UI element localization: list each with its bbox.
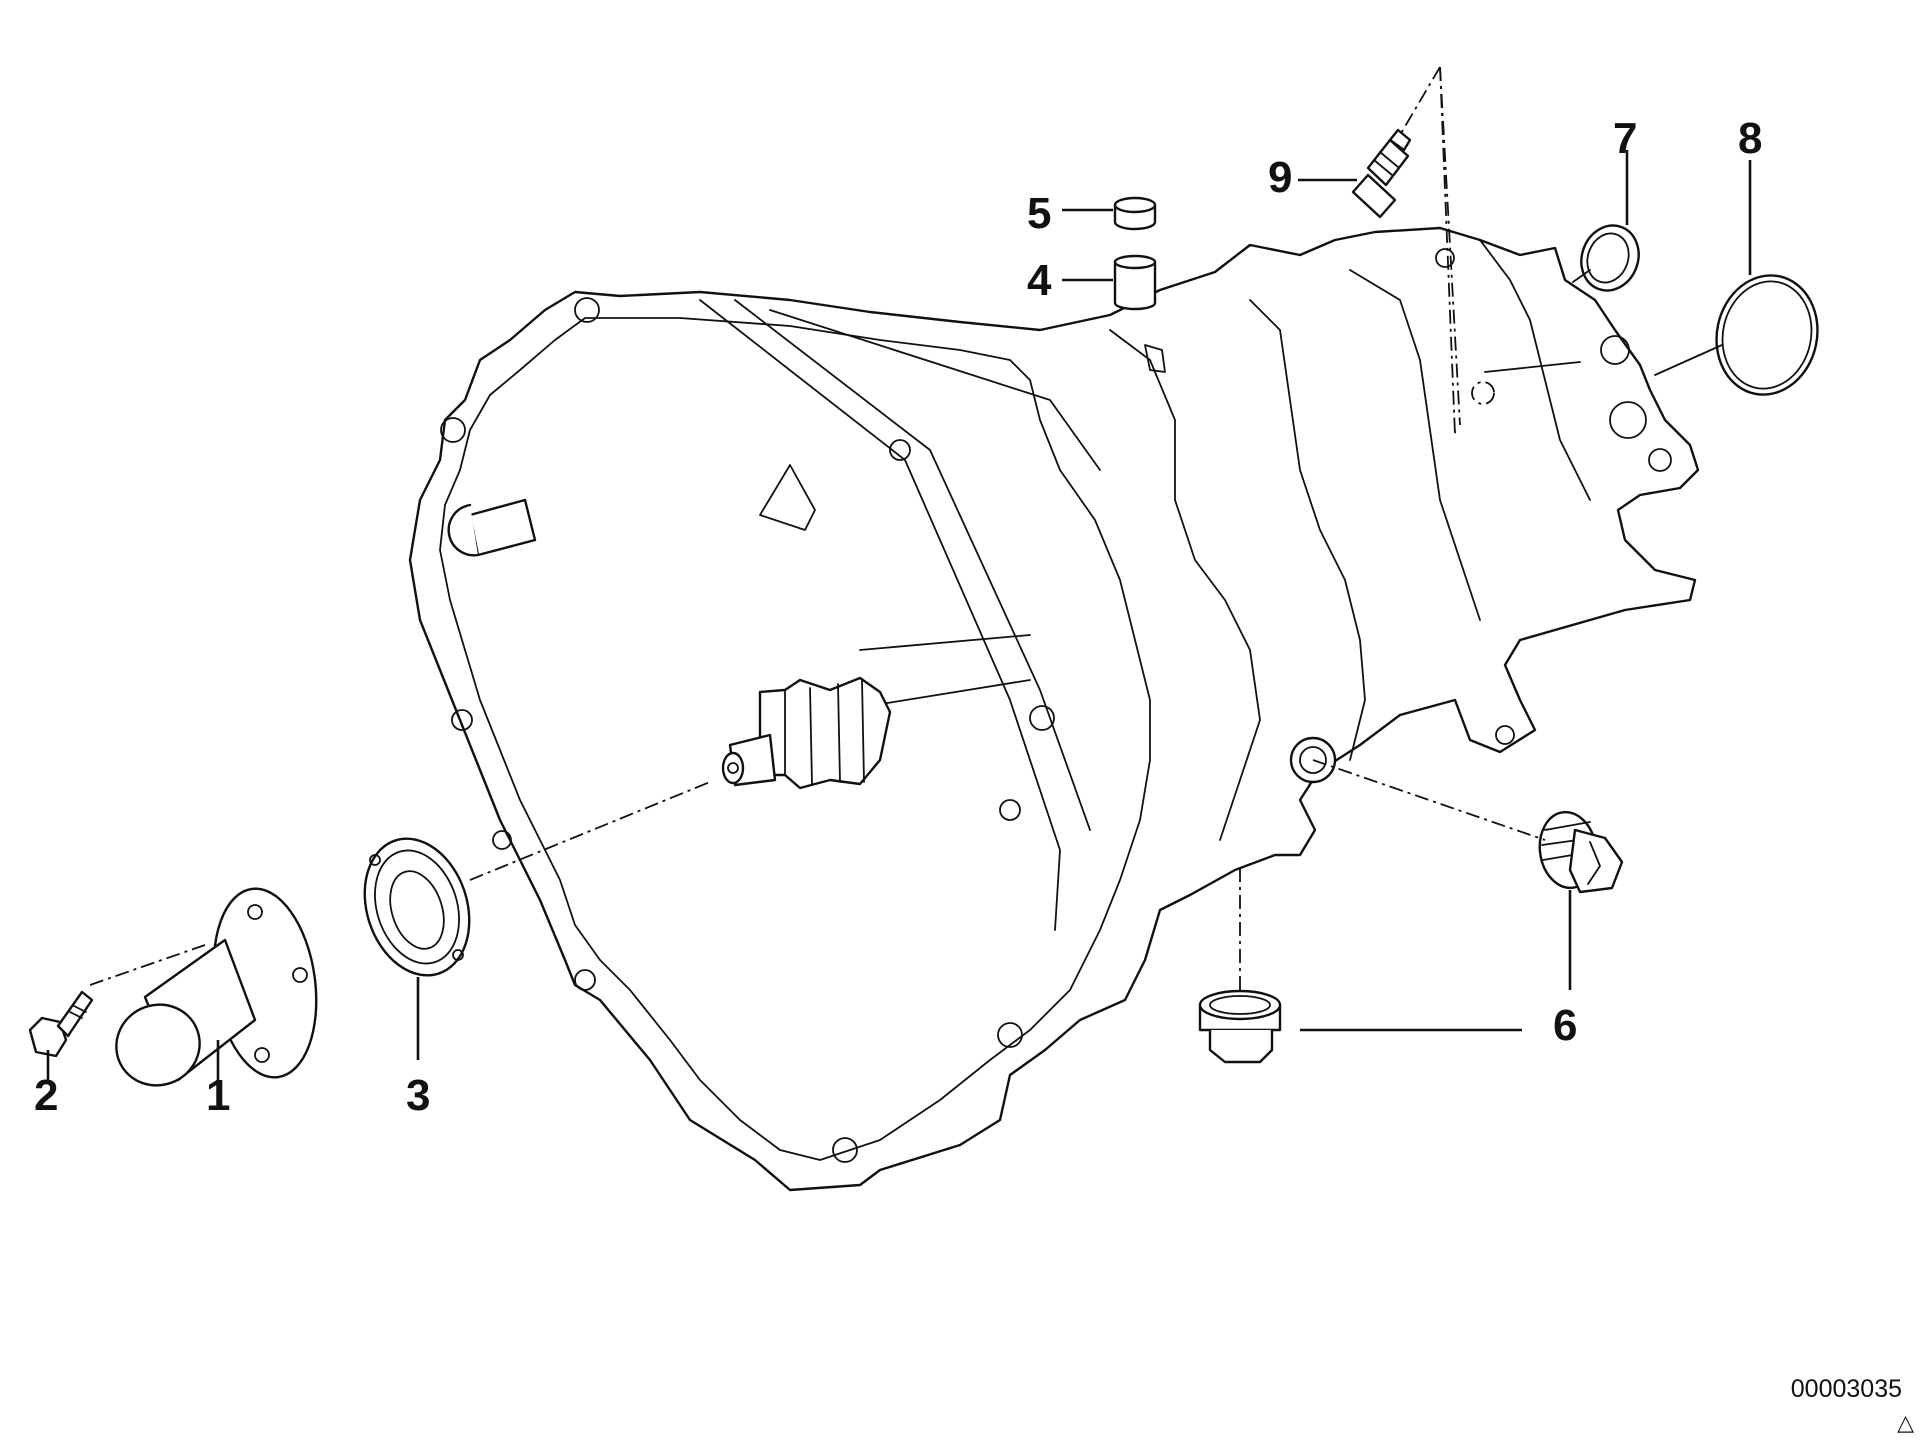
part-7-seal-ring [1580, 224, 1640, 292]
part-3-shaft-seal [363, 837, 471, 977]
part-1-guide-sleeve [115, 887, 318, 1087]
callout-labels: 1 2 3 4 5 6 7 8 9 [34, 114, 1762, 1120]
part-2-hex-bolt [28, 990, 94, 1058]
callout-4: 4 [1027, 256, 1052, 305]
callout-7: 7 [1613, 114, 1637, 163]
callout-6: 6 [1553, 1001, 1577, 1050]
leader-lines [46, 150, 1752, 1080]
transmission-housing [408, 226, 1700, 1192]
callout-2: 2 [34, 1071, 58, 1120]
part-6-plug-bottom [1198, 989, 1282, 1064]
diagram-id-code: 00003035 [1790, 1375, 1902, 1403]
part-8-o-ring [1715, 274, 1819, 396]
assembly-axes [89, 66, 1546, 990]
callout-8: 8 [1738, 114, 1762, 163]
callout-3: 3 [406, 1071, 430, 1120]
callout-5: 5 [1027, 189, 1051, 238]
part-5-cap [1113, 196, 1157, 231]
callout-1: 1 [206, 1071, 230, 1120]
part-6-plug-right [1538, 810, 1624, 894]
input-shaft [721, 634, 1031, 790]
part-9-switch [1351, 128, 1412, 219]
corner-triangle-mark: △ [1897, 1411, 1914, 1436]
part-4-sleeve [1113, 254, 1157, 311]
callout-9: 9 [1268, 153, 1292, 202]
